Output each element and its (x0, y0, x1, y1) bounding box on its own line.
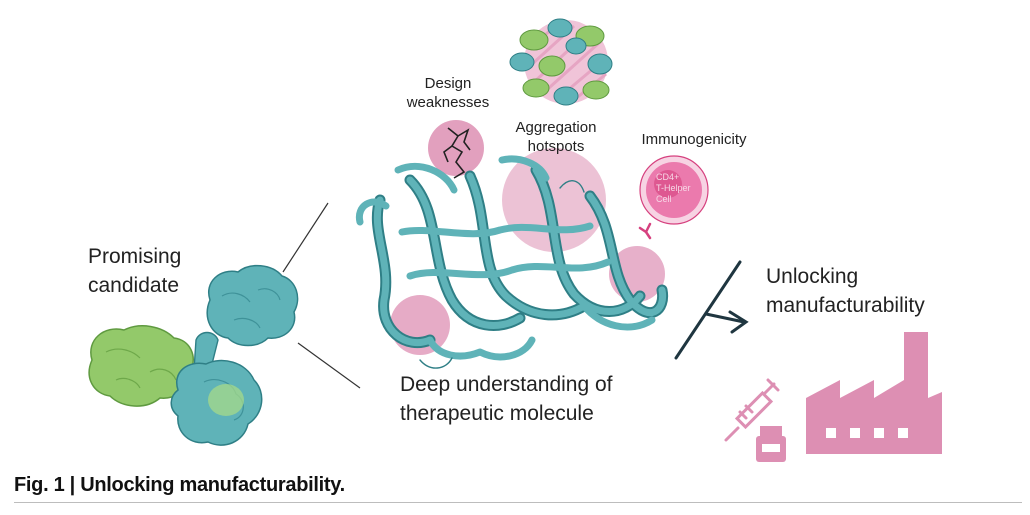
deep-line-2: therapeutic molecule (400, 402, 594, 425)
cd4-line-1: CD4+ (656, 172, 680, 182)
aggregation-line-2: hotspots (527, 138, 585, 155)
antibody-illustration (88, 264, 299, 446)
cd4-line-3: Cell (656, 194, 672, 204)
deep-understanding-label: Deep understanding of therapeutic molecu… (400, 370, 613, 428)
cd4-line-2: T-Helper (656, 183, 691, 193)
side-chain-molecule (443, 127, 471, 179)
promising-line-1: Promising (88, 245, 182, 268)
cd4-cell-label: CD4+ T-Helper Cell (656, 172, 691, 205)
deep-line-1: Deep understanding of (400, 373, 613, 396)
syringe-icon (724, 378, 780, 442)
aggregation-line-1: Aggregation (515, 119, 597, 136)
immunogenicity-label: Immunogenicity (624, 130, 764, 149)
design-line-2: weaknesses (406, 94, 490, 111)
progress-arrow (674, 260, 749, 360)
connector-line-upper (282, 202, 329, 273)
unlocking-line-1: Unlocking (766, 265, 859, 288)
unlocking-manufacturability-label: Unlocking manufacturability (766, 262, 925, 320)
factory-icon (806, 332, 942, 454)
promising-line-2: candidate (88, 274, 180, 297)
protein-ribbon-illustration (355, 155, 669, 369)
figure-caption: Fig. 1 | Unlocking manufacturability. (14, 474, 345, 496)
design-line-1: Design (424, 75, 472, 92)
aggregate-cluster-illustration (509, 18, 613, 106)
caption-divider (14, 502, 1022, 503)
immunogenicity-text: Immunogenicity (641, 131, 747, 148)
aggregation-hotspots-label: Aggregation hotspots (496, 118, 616, 156)
connector-line-lower (297, 342, 361, 389)
promising-candidate-label: Promising candidate (88, 242, 181, 300)
vial-icon (756, 426, 786, 462)
cd4-cell-illustration (638, 155, 709, 240)
design-weaknesses-label: Design weaknesses (398, 74, 498, 112)
unlocking-line-2: manufacturability (766, 294, 925, 317)
